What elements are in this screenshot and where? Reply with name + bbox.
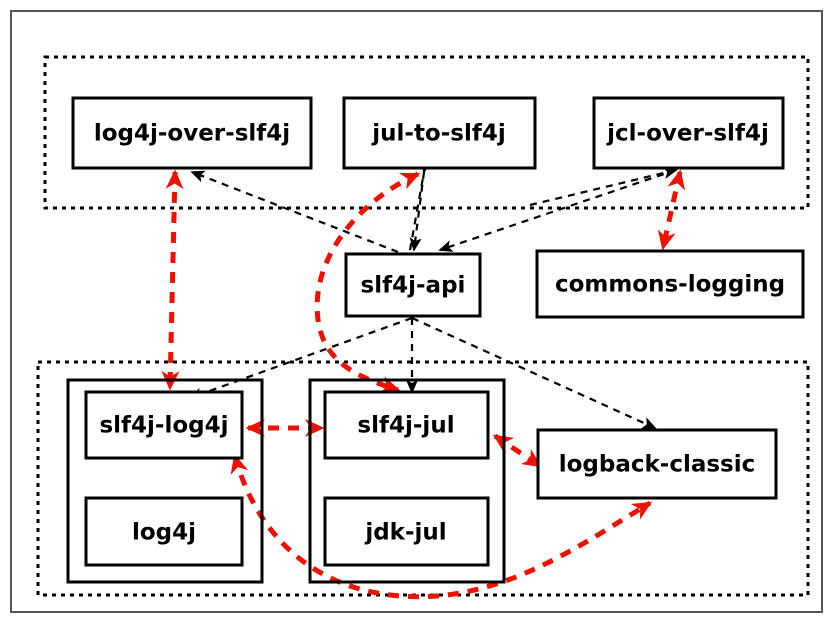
node-label-commons-logging: commons-logging: [555, 272, 785, 298]
node-label-slf4j-api: slf4j-api: [361, 273, 466, 299]
node-rect-jcl-over-slf4j: [592, 96, 785, 170]
node-rect-slf4j-jul: [323, 390, 490, 460]
node-label-logback-classic: logback-classic: [559, 452, 756, 478]
node-jcl-over-slf4j[interactable]: jcl-over-slf4j: [592, 96, 785, 170]
edge-slf4j-api-to-logback-classic: [411, 316, 657, 430]
node-jdk-jul[interactable]: jdk-jul: [323, 496, 490, 567]
edge-jul-to-slf4j-slf4j-jul: [314, 171, 421, 394]
slf4j-jul-group: [308, 378, 506, 584]
node-slf4j-api[interactable]: slf4j-api: [344, 252, 482, 318]
node-label-jul-to-slf4j: jul-to-slf4j: [371, 121, 506, 147]
node-rect-jul-to-slf4j: [342, 96, 537, 170]
node-rect-log4j: [84, 496, 244, 567]
outer-frame: [10, 10, 823, 613]
node-log4j-over-slf4j[interactable]: log4j-over-slf4j: [71, 96, 313, 170]
node-slf4j-jul[interactable]: slf4j-jul: [323, 390, 490, 460]
node-rect-slf4j-api: [344, 252, 482, 318]
node-rect-commons-logging: [535, 249, 805, 319]
node-label-log4j-over-slf4j: log4j-over-slf4j: [94, 121, 290, 147]
node-label-log4j: log4j: [132, 520, 196, 546]
bridging-modules-container: [43, 55, 810, 210]
edge-slf4j-jul-logback-classic: [492, 433, 543, 469]
node-commons-logging[interactable]: commons-logging: [535, 249, 805, 319]
node-label-slf4j-log4j: slf4j-log4j: [99, 413, 228, 439]
node-rect-log4j-over-slf4j: [71, 96, 313, 170]
node-rect-jdk-jul: [323, 496, 490, 567]
edge-slf4j-api-to-slf4j-log4j: [188, 316, 413, 400]
node-label-jcl-over-slf4j: jcl-over-slf4j: [606, 121, 769, 147]
node-slf4j-log4j[interactable]: slf4j-log4j: [84, 390, 244, 460]
edge-slf4j-api-to-log4j-over-slf4j: [190, 170, 399, 254]
node-label-jdk-jul: jdk-jul: [364, 520, 446, 546]
edge-log4j-over-slf4j-slf4j-log4j: [161, 169, 184, 391]
node-rect-slf4j-log4j: [84, 390, 244, 460]
edge-jcl-over-slf4j-commons-logging: [657, 169, 686, 251]
node-log4j[interactable]: log4j: [84, 496, 244, 567]
edge-slf4j-api-to-jul-to-slf4j: [408, 158, 433, 251]
edge-slf4j-api-to-jcl-over-slf4j: [529, 166, 678, 207]
node-logback-classic[interactable]: logback-classic: [536, 428, 778, 500]
node-jul-to-slf4j[interactable]: jul-to-slf4j: [342, 96, 537, 170]
slf4j-log4j-group: [66, 378, 264, 584]
node-rect-logback-classic: [536, 428, 778, 500]
edge-jcl-over-slf4j-to-slf4j-api: [438, 168, 677, 252]
bindings-container: [36, 360, 810, 597]
node-label-slf4j-jul: slf4j-jul: [357, 413, 454, 439]
